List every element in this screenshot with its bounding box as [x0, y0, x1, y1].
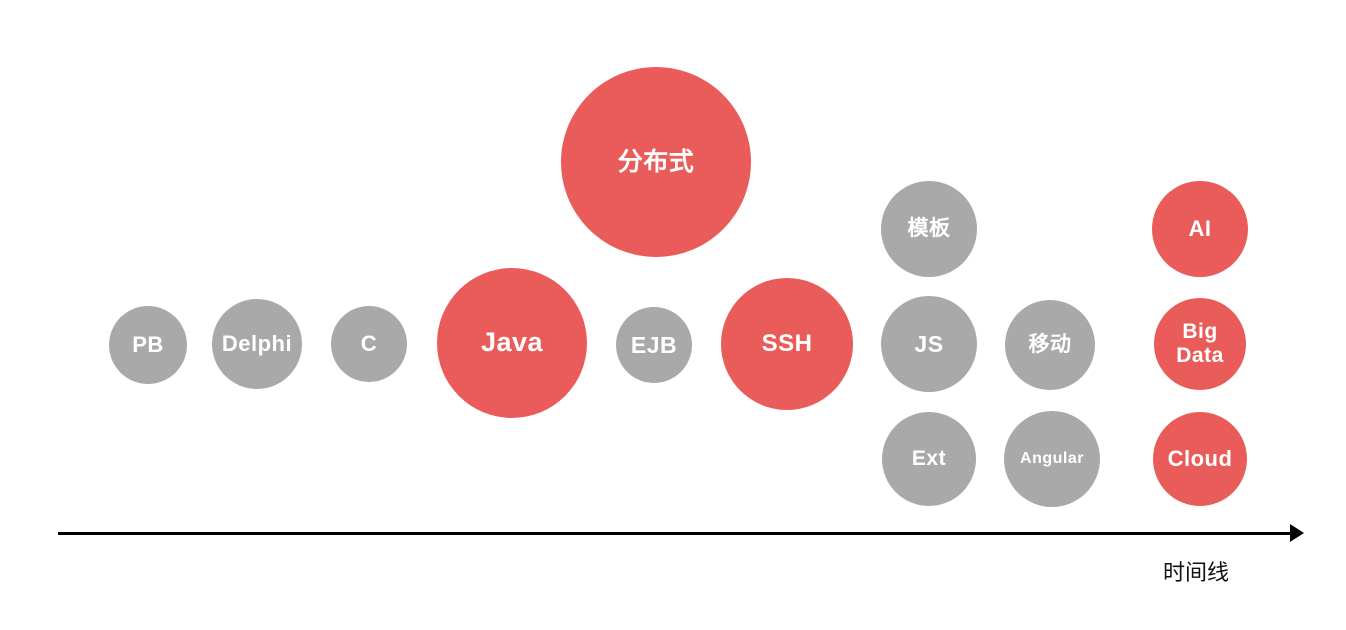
bubble-label: Java — [480, 327, 544, 358]
bubble-ext: Ext — [882, 412, 976, 506]
bubble-label: Cloud — [1167, 446, 1233, 472]
bubble-label: Delphi — [221, 331, 293, 357]
bubble-label: Big Data — [1176, 319, 1224, 367]
bubble-label: C — [360, 331, 378, 357]
bubble-pb: PB — [109, 306, 187, 384]
bubble-ssh: SSH — [721, 278, 853, 410]
bubble-label: 移动 — [1028, 332, 1072, 356]
bubble-label: AI — [1188, 216, 1212, 242]
bubble-label: EJB — [630, 331, 678, 358]
bubble-ejb: EJB — [616, 307, 692, 383]
bubble-ai: AI — [1152, 181, 1248, 277]
bubble-c: C — [331, 306, 407, 382]
timeline-arrowhead-icon — [1290, 524, 1304, 542]
bubble-angular: Angular — [1004, 411, 1100, 507]
bubble-label: SSH — [761, 330, 813, 358]
bubble-label: Angular — [1020, 449, 1084, 467]
bubble-label: PB — [132, 332, 164, 358]
timeline-arrow-line — [58, 532, 1290, 535]
bubble-cloud: Cloud — [1153, 412, 1247, 506]
bubble-label: JS — [914, 330, 944, 357]
bubble-label: Ext — [911, 446, 947, 470]
bubble-java: Java — [437, 268, 587, 418]
bubble-移动: 移动 — [1005, 300, 1095, 390]
bubble-label: 模板 — [907, 216, 951, 240]
bubble-js: JS — [881, 296, 977, 392]
bubble-模板: 模板 — [881, 181, 977, 277]
bubble-label: 分布式 — [617, 147, 695, 176]
bubble-分布式: 分布式 — [561, 67, 751, 257]
timeline-label: 时间线 — [1163, 560, 1230, 585]
bubble-big-data: Big Data — [1154, 298, 1246, 390]
bubble-delphi: Delphi — [212, 299, 302, 389]
